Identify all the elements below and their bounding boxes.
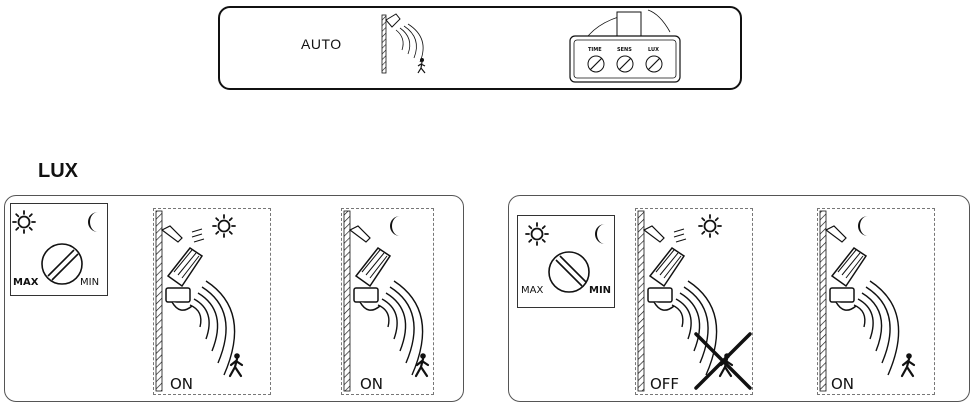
scene-right-day — [637, 210, 752, 392]
scene-left-night — [343, 210, 430, 392]
left-dial-box — [10, 203, 108, 296]
right-dial-box — [517, 215, 615, 308]
top-person-icon — [417, 58, 426, 74]
sun-icon — [698, 214, 722, 238]
scene-state-label: ON — [831, 375, 855, 393]
mode-label: AUTO — [301, 36, 342, 52]
motion-waves-icon — [377, 280, 424, 376]
scene-frame-l2 — [341, 208, 434, 395]
scene-state-label: ON — [360, 375, 384, 393]
moon-icon — [88, 212, 98, 232]
right-dial-max-label: MAX — [521, 285, 544, 296]
left-dial-max-label: MAX — [13, 277, 39, 288]
scene-frame-l1 — [153, 208, 271, 395]
right-dial-icon — [525, 222, 605, 293]
sun-icon — [12, 210, 36, 234]
moon-icon — [595, 224, 605, 244]
top-panel — [218, 6, 742, 90]
scene-state-label: OFF — [650, 375, 680, 393]
right-panel — [508, 195, 970, 402]
control-box-icon — [569, 9, 681, 83]
scene-right-night — [819, 210, 916, 392]
knob-label-sens: SENS — [617, 47, 632, 53]
cross-icon — [694, 332, 752, 390]
sun-icon — [212, 214, 236, 238]
moon-icon — [858, 216, 868, 236]
left-dial-icon — [12, 210, 98, 285]
knob-label-lux: LUX — [648, 47, 659, 53]
person-walking-icon — [414, 352, 430, 378]
left-panel — [4, 195, 464, 402]
top-sensor-icon — [381, 13, 424, 74]
motion-waves-icon — [189, 280, 236, 376]
moon-icon — [390, 216, 400, 236]
scene-left-day — [155, 210, 244, 392]
motion-waves-icon — [853, 280, 900, 376]
motion-waves-icon — [671, 280, 718, 376]
scene-frame-r1 — [635, 208, 753, 395]
right-dial-min-label: MIN — [589, 285, 612, 296]
person-walking-icon — [228, 352, 244, 378]
scene-state-label: ON — [170, 375, 194, 393]
section-title: LUX — [38, 160, 78, 182]
sun-icon — [525, 222, 549, 246]
knob-label-time: TIME — [588, 47, 602, 53]
scene-frame-r2 — [817, 208, 935, 395]
person-walking-icon — [900, 352, 916, 378]
left-dial-min-label: MIN — [80, 277, 100, 288]
